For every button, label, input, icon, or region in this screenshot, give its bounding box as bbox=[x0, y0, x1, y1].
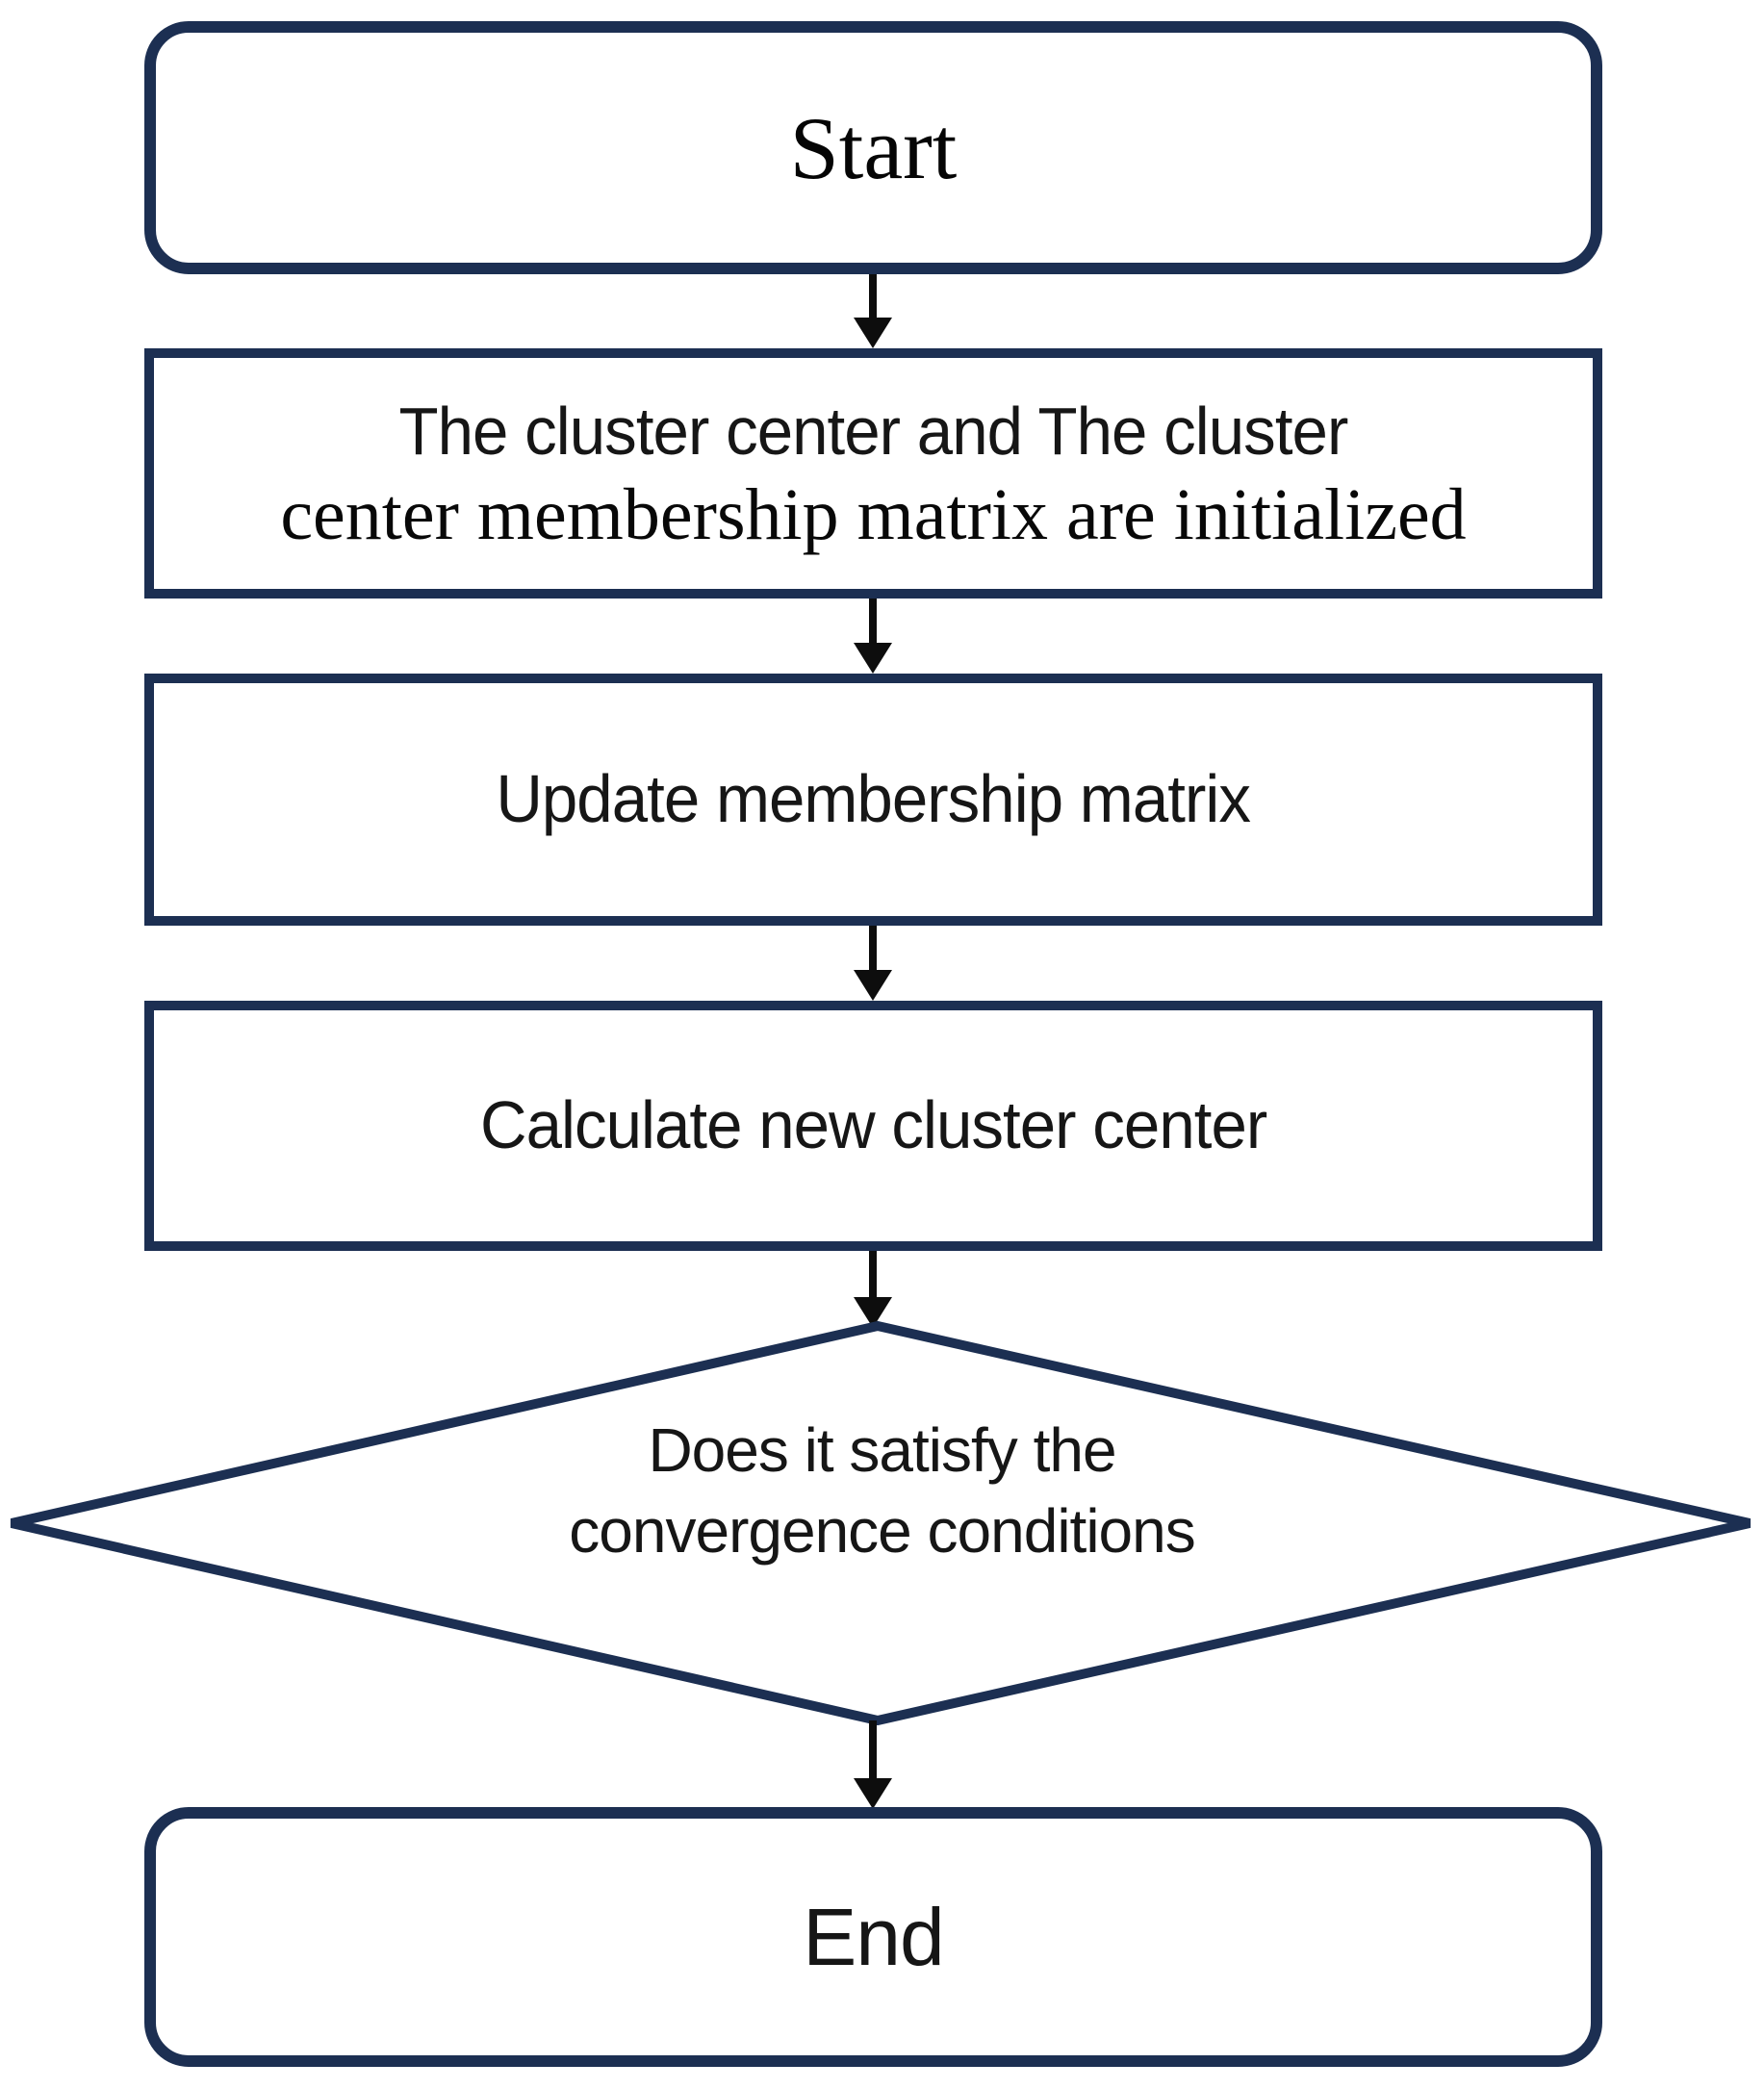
arrow-shaft bbox=[869, 274, 877, 325]
node-decision bbox=[0, 1318, 1764, 1728]
node-update-membership-label: Update membership matrix bbox=[496, 761, 1252, 837]
node-end-label: End bbox=[803, 1891, 944, 1982]
node-decision-label: Does it satisfy the convergence conditio… bbox=[0, 1410, 1764, 1572]
arrow-shaft bbox=[869, 926, 877, 978]
node-update-membership: Update membership matrix bbox=[144, 674, 1602, 926]
node-initialize-line1: The cluster center and The cluster bbox=[398, 393, 1349, 469]
node-initialize: The cluster center and The cluster cente… bbox=[144, 348, 1602, 599]
node-initialize-line2: center membership matrix are initialized bbox=[280, 474, 1467, 556]
node-decision-line1: Does it satisfy the bbox=[648, 1415, 1116, 1485]
arrow-shaft bbox=[869, 599, 877, 650]
decision-diamond-shape bbox=[10, 1320, 1751, 1726]
arrow-update-to-calculate bbox=[854, 926, 892, 1001]
arrow-head-icon bbox=[854, 318, 892, 348]
arrow-shaft bbox=[869, 1720, 877, 1786]
node-end: End bbox=[144, 1807, 1602, 2067]
arrow-start-to-init bbox=[854, 274, 892, 348]
arrow-calculate-to-decision bbox=[854, 1251, 892, 1328]
arrow-head-icon bbox=[854, 970, 892, 1001]
arrow-shaft bbox=[869, 1251, 877, 1305]
arrow-decision-to-end bbox=[854, 1720, 892, 1809]
node-start: Start bbox=[144, 21, 1602, 274]
arrow-head-icon bbox=[854, 643, 892, 674]
arrow-head-icon bbox=[854, 1778, 892, 1809]
node-calculate-center-label: Calculate new cluster center bbox=[479, 1087, 1267, 1163]
arrow-init-to-update bbox=[854, 599, 892, 674]
node-calculate-center: Calculate new cluster center bbox=[144, 1001, 1602, 1251]
node-decision-line2: convergence conditions bbox=[569, 1496, 1195, 1567]
node-start-label: Start bbox=[789, 98, 958, 197]
